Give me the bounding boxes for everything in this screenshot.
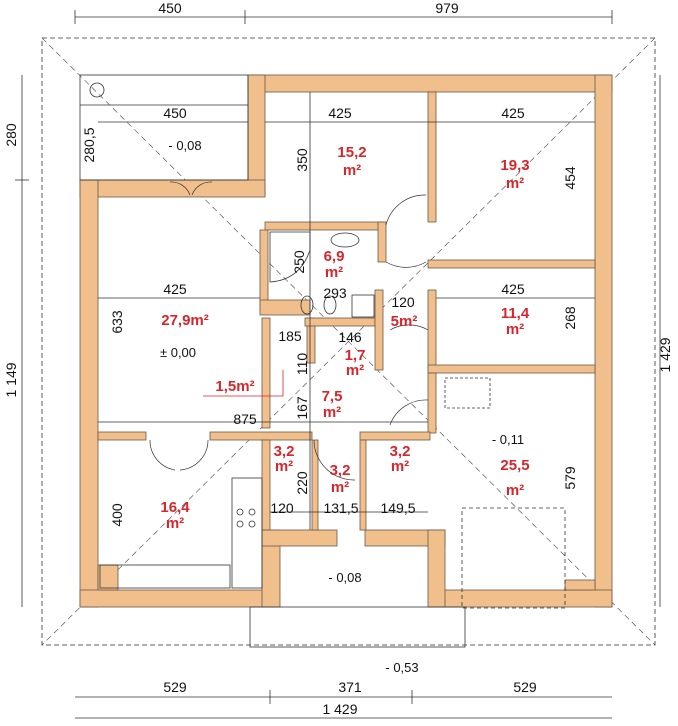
dim-bottom-total: 1 429 — [322, 701, 357, 717]
garage-depth: 579 — [562, 466, 578, 490]
vestibule-width: 131,5 — [323, 500, 358, 516]
garage-hatch — [444, 377, 491, 409]
dim-bottom-right: 529 — [513, 679, 537, 695]
bathroom-area: 6,9 — [324, 248, 345, 265]
hall-small-width: 120 — [391, 294, 415, 310]
terrace-width: 450 — [163, 105, 187, 121]
wc-unit: m² — [346, 362, 364, 379]
bedroom-1-width: 425 — [328, 105, 352, 121]
dim-bottom-middle: 371 — [338, 679, 362, 695]
hall-depth: 167 — [294, 396, 310, 420]
hall-width: 875 — [233, 411, 257, 427]
level-garage: - 0,11 — [492, 432, 524, 447]
hall-unit: m² — [323, 404, 341, 421]
living-area: 27,9m² — [161, 312, 209, 329]
dim-top-left: 450 — [158, 0, 182, 16]
bedroom-3-unit: m² — [506, 321, 524, 338]
boiler-unit: m² — [391, 458, 409, 475]
walls — [79, 74, 613, 608]
vestibule-depth: 220 — [294, 471, 310, 495]
vestibule-area: 3,2 — [330, 462, 351, 479]
living-depth: 633 — [109, 310, 125, 334]
level-terrace: - 0,08 — [168, 138, 201, 153]
dim-right: 1 429 — [657, 337, 673, 372]
dim-left-main: 1 149 — [3, 362, 19, 397]
bedroom-1-area: 15,2 — [337, 144, 366, 161]
door-swings — [149, 181, 429, 481]
level-living: ± 0,00 — [160, 345, 196, 360]
level-entrance: - 0,08 — [328, 570, 361, 585]
kitchen-area: 16,4 — [160, 499, 190, 516]
terrace — [79, 74, 249, 181]
bedroom-2-unit: m² — [506, 175, 524, 192]
wc-dim-185: 185 — [278, 328, 302, 344]
roof-outline — [41, 37, 656, 646]
dim-bottom-left: 529 — [163, 679, 187, 695]
dim-top-right: 979 — [435, 0, 459, 16]
pantry-area: 3,2 — [274, 443, 295, 460]
bedroom-2-area: 19,3 — [500, 157, 529, 174]
boiler-width: 149,5 — [380, 500, 415, 516]
bedroom-1-unit: m² — [343, 162, 361, 179]
bathroom-depth: 250 — [291, 250, 307, 274]
pantry-unit: m² — [275, 458, 293, 475]
wc-area: 1,7 — [345, 347, 366, 364]
kitchen-unit: m² — [166, 515, 184, 532]
entrance-steps — [249, 606, 466, 648]
vestibule-unit: m² — [331, 479, 349, 496]
wc-dim-110: 110 — [294, 353, 310, 376]
dimension-lines — [15, 10, 661, 719]
wc-dim-146: 146 — [338, 329, 362, 345]
bedroom-3-area: 11,4 — [501, 305, 530, 322]
terrace-depth: 280,5 — [81, 127, 97, 162]
bathroom-unit: m² — [325, 264, 343, 281]
closet-area: 1,5m² — [215, 378, 254, 395]
level-outside: - 0,53 — [385, 660, 418, 675]
living-width: 425 — [163, 281, 187, 297]
closet-leader-line — [203, 370, 284, 397]
garage-unit: m² — [506, 482, 524, 499]
garage-area: 25,5 — [500, 457, 529, 474]
hall-area: 7,5 — [322, 388, 343, 405]
bedroom-3-depth: 268 — [562, 306, 578, 330]
dim-left-top: 280 — [3, 123, 19, 147]
pantry-width: 120 — [270, 500, 294, 516]
bedroom-1-depth: 350 — [294, 148, 310, 172]
boiler-area: 3,2 — [390, 443, 411, 460]
bedroom-2-depth: 454 — [562, 166, 578, 190]
bedroom-3-width: 425 — [501, 281, 525, 297]
car-outline — [461, 507, 566, 609]
kitchen-depth: 400 — [109, 503, 125, 527]
bathroom-width: 293 — [323, 285, 347, 301]
hall-small-area: 5m² — [391, 313, 418, 330]
bedroom-2-width: 425 — [501, 105, 525, 121]
kitchen-counter — [99, 477, 263, 589]
